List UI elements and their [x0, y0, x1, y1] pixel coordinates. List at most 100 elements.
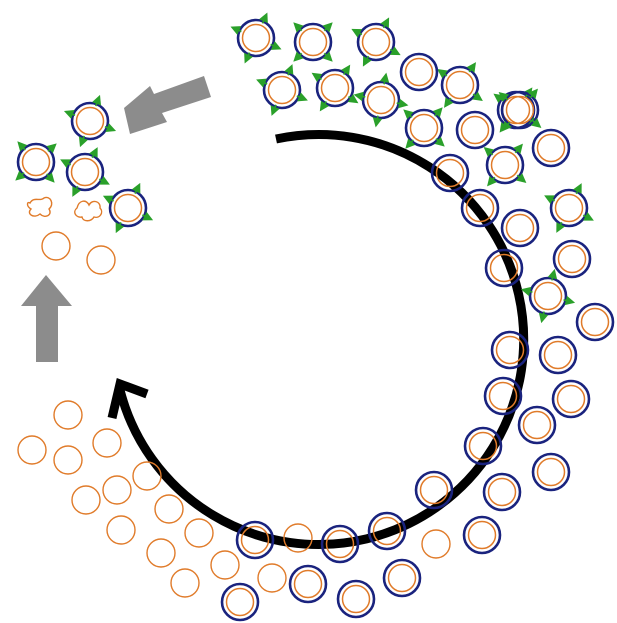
inner-ring [21, 147, 51, 177]
spiked-cell [311, 64, 359, 112]
inner-ring [489, 253, 519, 283]
orange-ring-cell [132, 461, 162, 491]
inner-ring [543, 340, 573, 370]
inner-ring [241, 23, 271, 53]
orange-ring-cell [106, 515, 136, 545]
inner-ring [505, 213, 535, 243]
spiked-cell [15, 141, 57, 183]
outer-ring [320, 524, 360, 564]
spike [582, 212, 594, 221]
blue-ring-cell [551, 379, 591, 419]
cell-fragment [74, 200, 103, 222]
spike [131, 182, 141, 194]
blue-ring-cell [531, 128, 571, 168]
blue-ring-cell [320, 524, 360, 564]
cycle-arrow-icon [107, 130, 529, 550]
spike [515, 173, 527, 183]
outer-ring [483, 376, 523, 416]
outer-ring [430, 153, 470, 193]
spiked-cell [256, 64, 308, 116]
outer-ring [65, 152, 105, 192]
outer-ring [220, 582, 260, 622]
inner-ring [361, 27, 391, 57]
spiked-cell [60, 147, 110, 197]
spike [556, 221, 565, 233]
cycle-arrow-arc [115, 130, 529, 550]
blue-ring-cell [382, 558, 422, 598]
orange-ring-cell [86, 245, 116, 275]
orange-ring-cell [154, 494, 184, 524]
spike [396, 98, 409, 109]
inner-ring [70, 157, 100, 187]
inner-ring [298, 27, 328, 57]
outer-ring [336, 579, 376, 619]
orange-ring-cell [41, 231, 71, 261]
outer-ring [484, 248, 524, 288]
spike [322, 22, 333, 33]
spike [563, 295, 576, 306]
orange-ring-cell [17, 435, 47, 465]
outer-ring [500, 208, 540, 248]
spike [270, 41, 282, 50]
spike [403, 109, 414, 120]
spiked-cell [498, 88, 542, 132]
inner-ring [460, 115, 490, 145]
outer-ring [531, 128, 571, 168]
inner-ring [225, 587, 255, 617]
outer-ring [549, 188, 589, 228]
spiked-cell [351, 17, 401, 67]
orange-ring-cell [257, 563, 287, 593]
outer-ring [551, 379, 591, 419]
inner-ring [536, 133, 566, 163]
inner-ring [488, 381, 518, 411]
blue-ring-cell [531, 452, 571, 492]
outer-ring [382, 558, 422, 598]
inner-ring [325, 529, 355, 559]
blue-ring-cell [455, 110, 495, 150]
outer-ring [463, 426, 503, 466]
spike [311, 72, 323, 83]
spike [17, 141, 28, 152]
outer-ring [517, 405, 557, 445]
spike [466, 62, 477, 73]
orange-ring-cell [421, 529, 451, 559]
outer-ring [288, 564, 328, 604]
spiked-cell [544, 183, 594, 233]
outer-ring [485, 145, 525, 185]
inner-ring [240, 525, 270, 555]
outer-ring [262, 70, 302, 110]
orange-ring-cell [170, 568, 200, 598]
spike [487, 175, 497, 187]
spike [362, 55, 372, 67]
outer-ring [367, 511, 407, 551]
inner-ring [113, 193, 143, 223]
outer-ring [356, 22, 396, 62]
blue-ring-cell [367, 511, 407, 551]
blue-ring-cell [430, 153, 470, 193]
orange-ring-cell [184, 518, 214, 548]
blue-ring-cell [482, 472, 522, 512]
inner-ring [75, 106, 105, 136]
spike [434, 136, 445, 147]
inner-ring [580, 307, 610, 337]
inner-ring [435, 158, 465, 188]
outer-ring [528, 276, 568, 316]
inner-ring [468, 431, 498, 461]
inner-ring [522, 410, 552, 440]
spike [353, 91, 366, 102]
cell-fragment [26, 196, 53, 217]
inner-ring [556, 384, 586, 414]
spike [78, 135, 88, 148]
spike [142, 211, 154, 221]
spiked-cell [520, 268, 576, 324]
spike [443, 97, 454, 108]
outer-ring [500, 90, 540, 130]
left-pointing-arrow-icon [124, 76, 211, 134]
orange-ring-cell [92, 428, 122, 458]
outer-ring [462, 515, 502, 555]
spike [502, 120, 512, 132]
blue-ring-cell [288, 564, 328, 604]
orange-ring-cell [53, 400, 83, 430]
spike [483, 147, 495, 157]
